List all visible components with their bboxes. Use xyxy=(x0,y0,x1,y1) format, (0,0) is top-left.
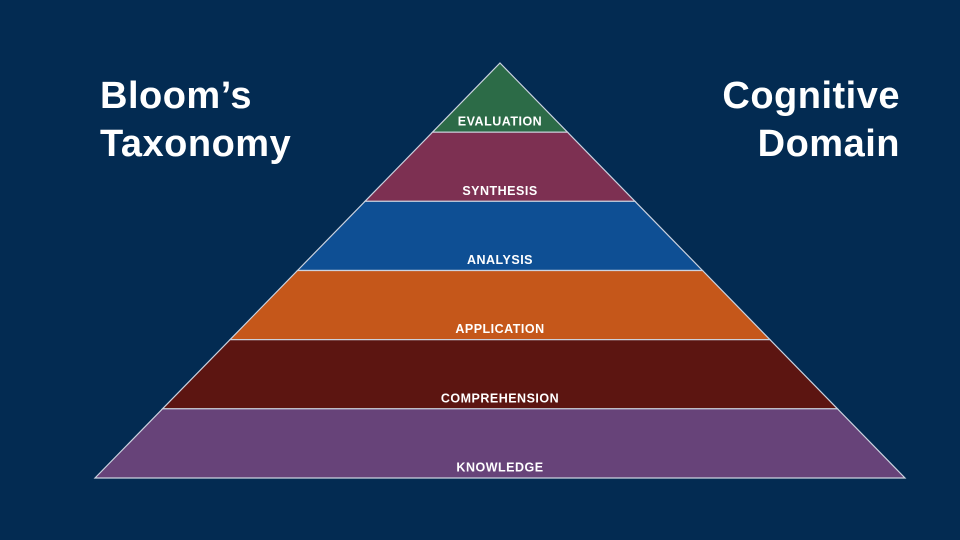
pyramid-level-label-analysis: ANALYSIS xyxy=(467,253,533,267)
title-cognitive-domain: Cognitive Domain xyxy=(722,72,900,168)
pyramid-level-label-synthesis: SYNTHESIS xyxy=(462,184,537,198)
pyramid-level-label-application: APPLICATION xyxy=(455,322,544,336)
title-blooms-taxonomy: Bloom’s Taxonomy xyxy=(100,72,291,168)
pyramid-level-label-evaluation: EVALUATION xyxy=(458,115,542,129)
title-left-line1: Bloom’s xyxy=(100,75,252,117)
title-left-line2: Taxonomy xyxy=(100,123,292,165)
pyramid-level-knowledge xyxy=(93,408,907,479)
pyramid-level-label-comprehension: COMPREHENSION xyxy=(441,391,559,405)
pyramid-level-label-knowledge: KNOWLEDGE xyxy=(456,461,543,475)
title-right-line2: Domain xyxy=(757,123,900,165)
title-right-line1: Cognitive xyxy=(722,75,900,117)
